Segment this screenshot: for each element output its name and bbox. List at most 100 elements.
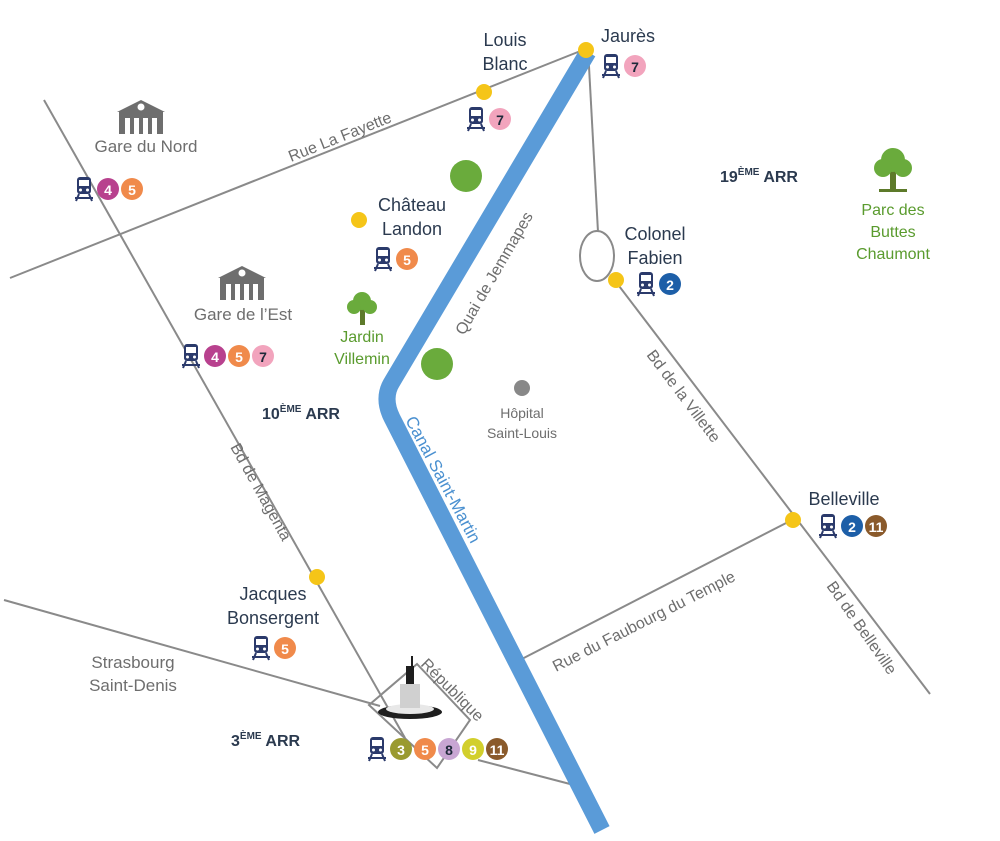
- street-label-rue-du-faubourg-du-temple: Rue du Faubourg du Temple: [550, 568, 738, 675]
- metro-line-7-label: 7: [631, 59, 639, 75]
- metro-line-4-badge: [204, 345, 226, 367]
- metro-icon: [637, 272, 655, 297]
- metro-line-11-label: 11: [869, 519, 884, 535]
- station-dot-jacques-bonsergent[interactable]: [309, 569, 325, 585]
- station-dot-louis-blanc[interactable]: [476, 84, 492, 100]
- metro-line-11-badge: [865, 515, 887, 537]
- metro-icon: [602, 54, 620, 79]
- station-dot-jaures[interactable]: [578, 42, 594, 58]
- metro-line-5-badge: [228, 345, 250, 367]
- metro-line-2-label: 2: [848, 519, 856, 535]
- metro-line-2-badge: [659, 273, 681, 295]
- station-dot-colonel-fabien[interactable]: [608, 272, 624, 288]
- metro-line-11-label: 11: [490, 742, 505, 758]
- station-name-gare-du-nord: Gare du Nord: [95, 137, 198, 156]
- street-label-bd-de-la-villette: Bd de la Villette: [643, 347, 723, 446]
- metro-line-5-label: 5: [403, 252, 411, 268]
- metro-line-4-label: 4: [211, 349, 219, 365]
- metro-line-3-label: 3: [397, 742, 405, 758]
- metro-badge-group-belleville[interactable]: 2 11: [819, 514, 887, 539]
- arrondissement-label-3: 3ÈME ARR: [231, 729, 301, 750]
- metro-icon: [75, 177, 93, 202]
- green-space-dot: [450, 160, 482, 192]
- park-name-buttes-chaumont-2: Buttes: [870, 224, 915, 241]
- metro-badge-group-chateau-landon[interactable]: 5: [374, 247, 418, 272]
- metro-badge-group-louis-blanc[interactable]: 7: [467, 107, 511, 132]
- metro-line-7-badge: [252, 345, 274, 367]
- rue-du-faubourg-du-temple-line: [515, 519, 793, 663]
- metro-icon: [374, 247, 392, 272]
- metro-line-5-label: 5: [128, 182, 136, 198]
- metro-line-5-label: 5: [421, 742, 429, 758]
- station-name-colonel-fabien-1: Colonel: [624, 224, 685, 244]
- metro-icon: [819, 514, 837, 539]
- park-name-buttes-chaumont-1: Parc des: [861, 202, 924, 219]
- republique-east-street-line: [477, 759, 571, 785]
- green-space-dot: [421, 348, 453, 380]
- park-name-jardin-villemin-2: Villemin: [334, 351, 390, 368]
- arrondissement-label-10: 10ÈME ARR: [262, 402, 340, 423]
- station-dot-belleville[interactable]: [785, 512, 801, 528]
- gare-de-lest-station-icon: [218, 266, 266, 300]
- metro-badge-group-jaures[interactable]: 7: [602, 54, 646, 79]
- metro-line-7-badge: [624, 55, 646, 77]
- metro-icon: [182, 344, 200, 369]
- metro-line-8-label: 8: [445, 742, 453, 758]
- metro-badge-group-colonel-fabien[interactable]: 2: [637, 272, 681, 297]
- street-label-rue-la-fayette: Rue La Fayette: [286, 109, 394, 165]
- station-name-jacques-bonsergent-2: Bonsergent: [227, 608, 319, 628]
- metro-icon: [467, 107, 485, 132]
- metro-line-2-label: 2: [666, 277, 674, 293]
- place-name-strasbourg-1: Strasbourg: [91, 653, 174, 672]
- park-name-buttes-chaumont-3: Chaumont: [856, 246, 930, 263]
- metro-line-4-label: 4: [104, 182, 112, 198]
- station-name-belleville: Belleville: [808, 489, 879, 509]
- metro-line-7-label: 7: [496, 112, 504, 128]
- metro-line-3-badge: [390, 738, 412, 760]
- metro-line-2-badge: [841, 515, 863, 537]
- roundabout-stalingrad: [579, 230, 615, 282]
- metro-line-5-label: 5: [281, 641, 289, 657]
- metro-line-5-badge: [396, 248, 418, 270]
- rue-la-fayette-line: [9, 47, 589, 279]
- station-dots: [309, 42, 801, 585]
- tree-icon: [347, 292, 377, 325]
- station-name-louis-blanc-1: Louis: [483, 30, 526, 50]
- metro-icon: [368, 737, 386, 762]
- arrondissement-label-19: 19ÈME ARR: [720, 165, 798, 186]
- metro-line-7-label: 7: [259, 349, 267, 365]
- metro-line-7-badge: [489, 108, 511, 130]
- metro-line-5-badge: [274, 637, 296, 659]
- hopital-name-1: Hôpital: [500, 405, 544, 421]
- metro-line-4-badge: [97, 178, 119, 200]
- metro-line-8-badge: [438, 738, 460, 760]
- station-name-jaures: Jaurès: [601, 26, 655, 46]
- station-name-gare-de-lest: Gare de l’Est: [194, 305, 293, 324]
- streets: [3, 47, 931, 785]
- metro-line-5-badge: [121, 178, 143, 200]
- bd-de-magenta-line: [43, 99, 406, 739]
- station-name-colonel-fabien-2: Fabien: [627, 248, 682, 268]
- metro-badge-group-jacques-bonsergent[interactable]: 5: [252, 636, 296, 661]
- hopital-dot: [514, 380, 530, 396]
- rue-jaures-line: [587, 47, 599, 233]
- place-name-strasbourg-2: Saint-Denis: [89, 676, 177, 695]
- street-label-bd-de-belleville: Bd de Belleville: [823, 579, 900, 678]
- strasbourg-street-line: [3, 599, 381, 707]
- tree-icon: [874, 148, 912, 192]
- metro-line-9-badge: [462, 738, 484, 760]
- station-name-chateau-landon-1: Château: [378, 195, 446, 215]
- metro-line-11-badge: [486, 738, 508, 760]
- park-name-jardin-villemin-1: Jardin: [340, 329, 384, 346]
- hopital-name-2: Saint-Louis: [487, 425, 557, 441]
- canal-saint-martin: [378, 47, 610, 834]
- station-name-jacques-bonsergent-1: Jacques: [239, 584, 306, 604]
- station-dot-chateau-landon[interactable]: [351, 212, 367, 228]
- metro-line-5-label: 5: [235, 349, 243, 365]
